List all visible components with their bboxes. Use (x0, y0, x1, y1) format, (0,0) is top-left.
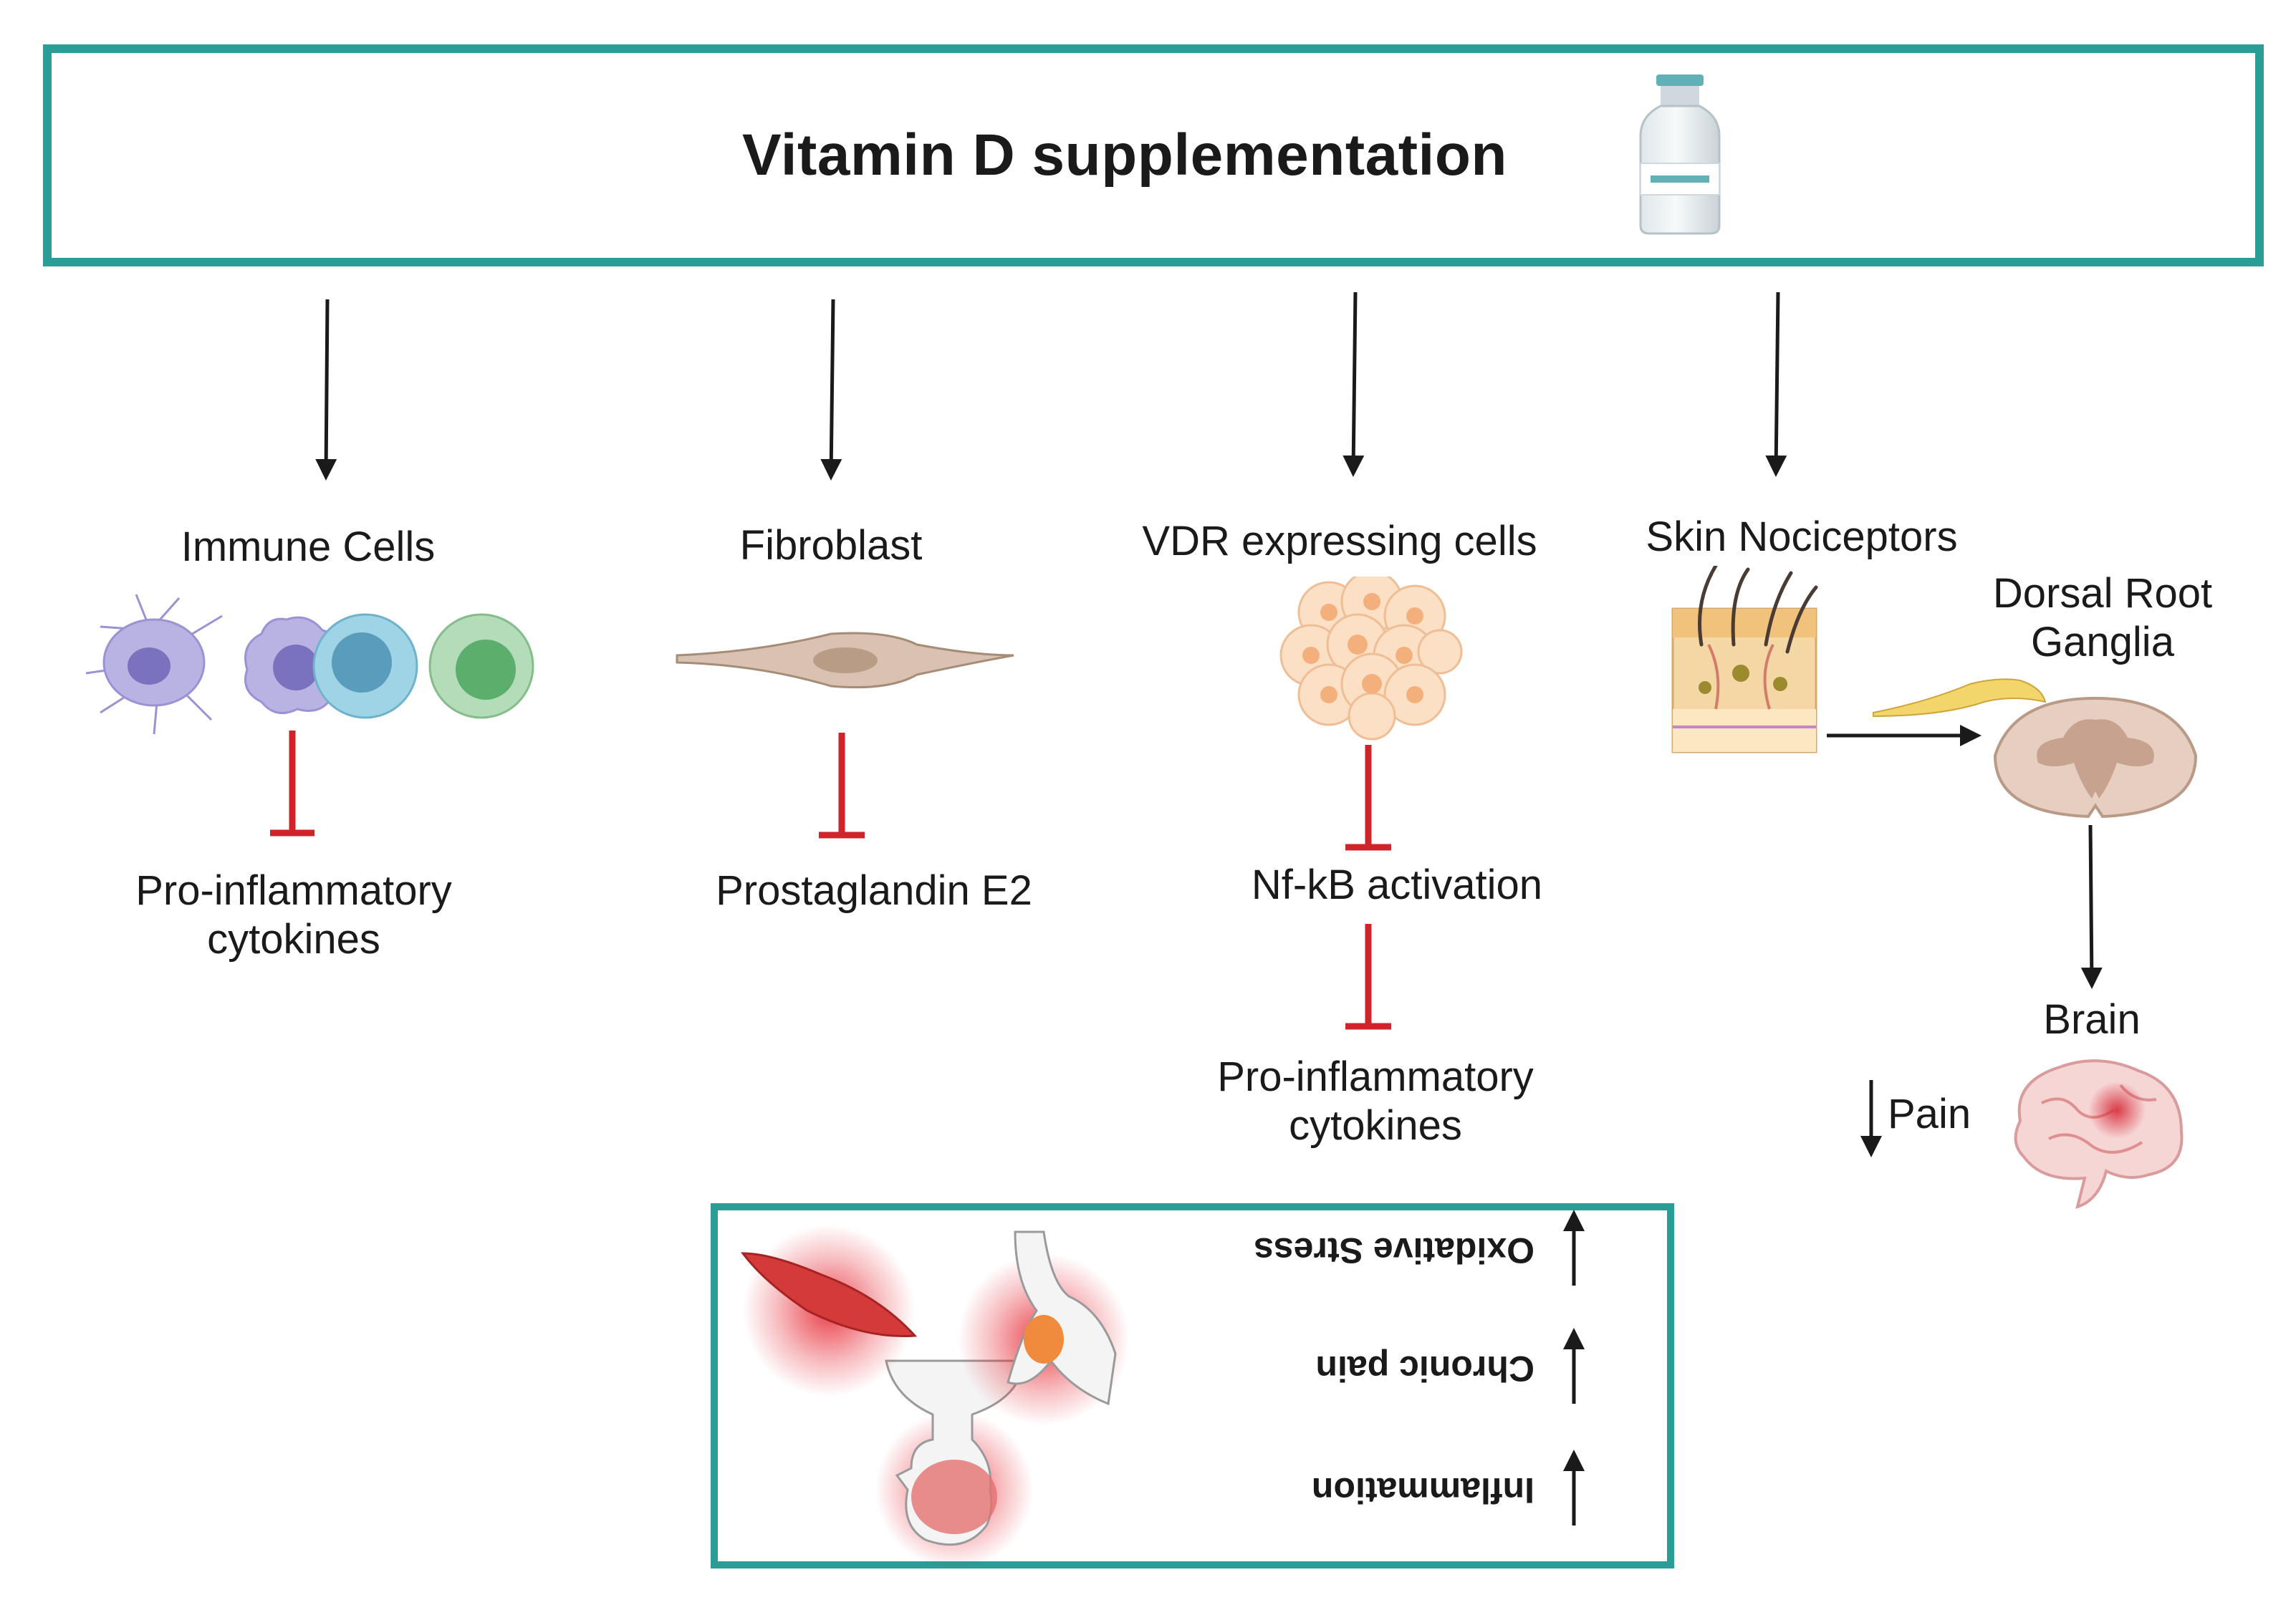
brain-label: Brain (2043, 996, 2141, 1043)
title-box: Vitamin D supplementation (43, 44, 2264, 266)
arrow-to-immune (315, 299, 337, 481)
skin-icon (1671, 566, 1818, 753)
spinal-cord-icon (1993, 696, 2198, 819)
outcome-inflammation: Inflammation (1311, 1470, 1534, 1510)
immune-target-label: Pro-inflammatory cytokines (100, 867, 487, 965)
arrow-to-fibroblast (820, 299, 842, 481)
outcome-chronic-pain: Chronic pain (1315, 1349, 1534, 1389)
immune-cells-icon (85, 594, 534, 735)
inhibit-vdr-nfkb (1345, 745, 1391, 851)
brain-icon (2014, 1059, 2184, 1210)
drg-label-line2: Ganglia (2031, 619, 2174, 666)
vdr-cells-icon (1279, 577, 1463, 741)
inhibit-fibroblast (819, 733, 865, 839)
drg-label-line1: Dorsal Root (1992, 570, 2213, 617)
body-pain-icon (740, 1225, 1130, 1568)
nerve-fiber-icon (1873, 678, 2047, 718)
arrow-to-skin (1765, 291, 1787, 477)
nfkb-activation-label: Nf-kB activation (1251, 862, 1543, 908)
immune-target-line2: cytokines (207, 916, 380, 963)
outcome-oxidative-stress: Oxidative Stress (1254, 1230, 1534, 1271)
inhibit-nfkb-cytokines (1345, 924, 1391, 1030)
fibroblast-label: Fibroblast (739, 522, 923, 569)
arrow-drg-to-brain (2080, 824, 2103, 989)
inhibit-immune (270, 731, 314, 837)
arrow-to-vdr (1342, 291, 1365, 477)
fibroblast-icon (676, 632, 1014, 689)
skin-nociceptors-label: Skin Nociceptors (1646, 514, 1958, 560)
vdr-target-line2: cytokines (1289, 1102, 1462, 1150)
outcomes-content: Inflammation Chronic pain Oxidative Stre… (711, 1203, 1674, 1568)
drg-label: Dorsal Root Ganglia (1959, 569, 2246, 668)
pain-label: Pain (1888, 1091, 1971, 1137)
outcomes-arrows (1563, 1210, 1585, 1526)
prostaglandin-label: Prostaglandin E2 (716, 867, 1032, 914)
immune-cells-label: Immune Cells (181, 524, 436, 570)
vdr-target-label: Pro-inflammatory cytokines (1182, 1053, 1569, 1151)
diagram-title: Vitamin D supplementation (741, 122, 1507, 188)
vdr-cells-label: VDR expressing cells (1142, 518, 1537, 564)
vdr-target-line1: Pro-inflammatory (1217, 1054, 1534, 1100)
immune-target-line1: Pro-inflammatory (135, 867, 452, 914)
vial-icon (1639, 74, 1721, 235)
